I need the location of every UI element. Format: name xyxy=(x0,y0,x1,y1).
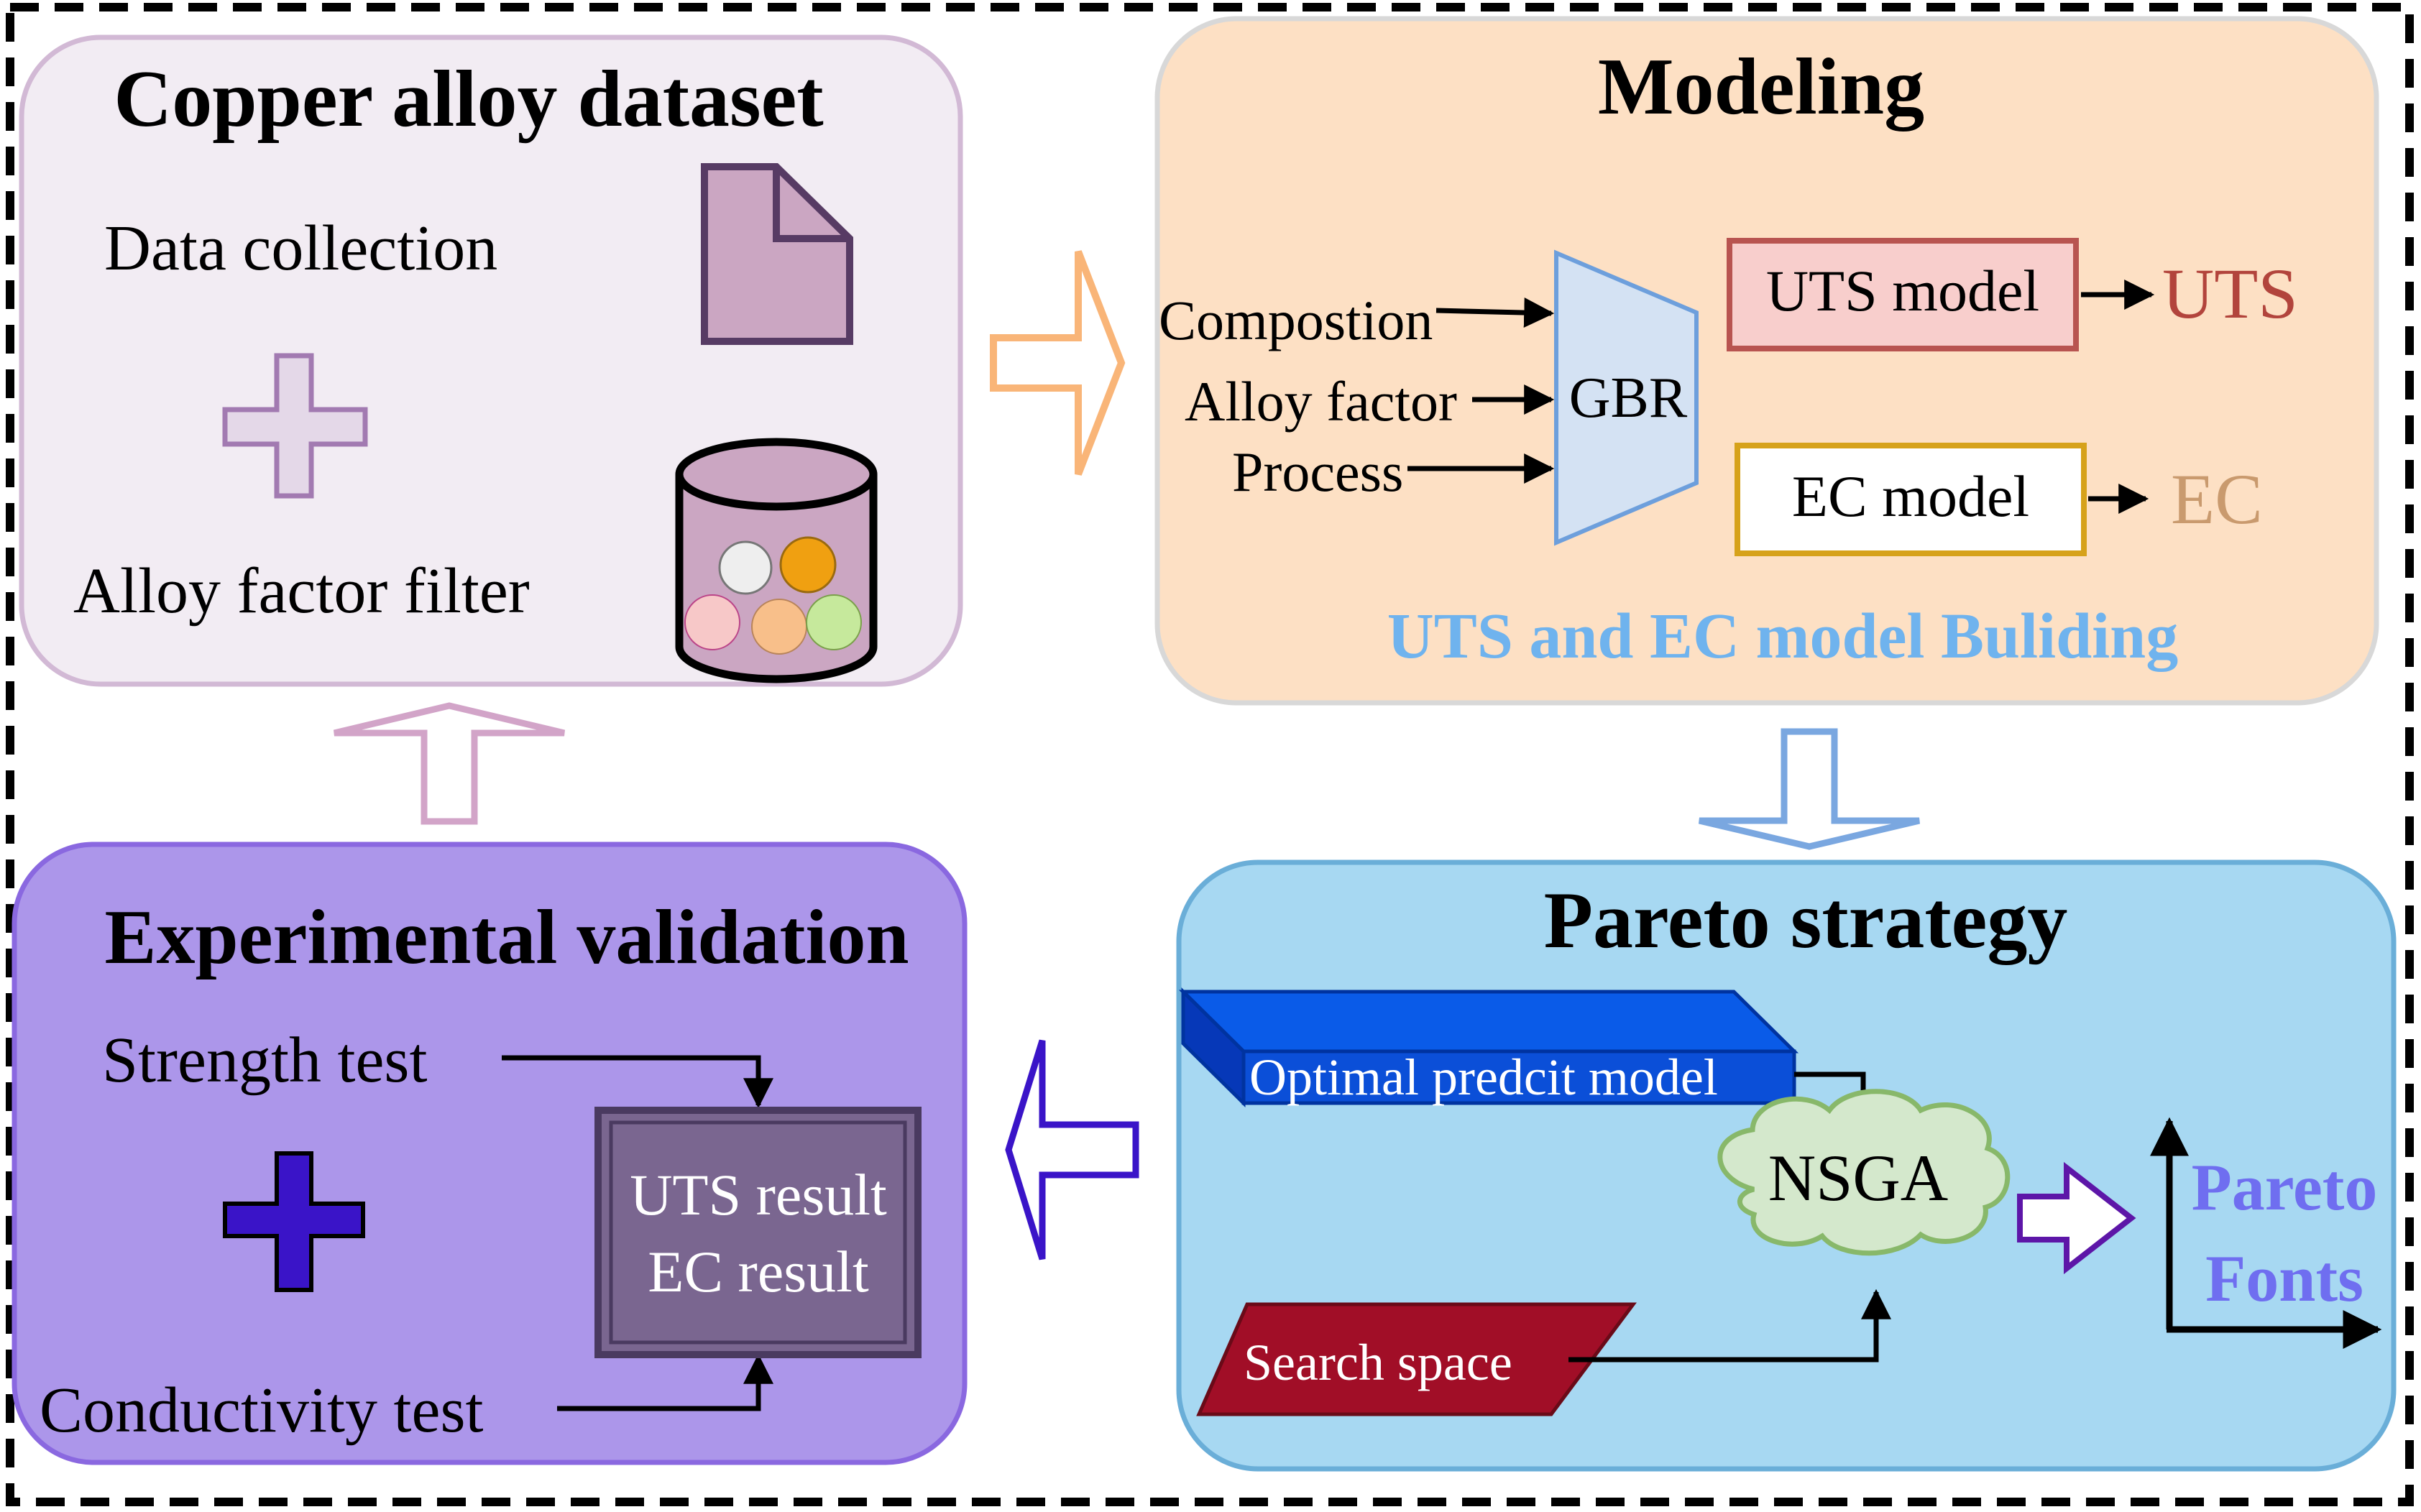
alloy-factor-filter-label: Alloy factor filter xyxy=(73,556,530,627)
conductivity-test-label: Conductivity test xyxy=(40,1375,483,1446)
pareto-panel: Pareto strategy Optimal predcit model NS… xyxy=(1176,859,2397,1472)
input-composition-label: Compostion xyxy=(1159,289,1433,351)
arrow-to-dataset xyxy=(333,702,566,825)
strength-test-label: Strength test xyxy=(102,1025,427,1096)
ec-output-label: EC xyxy=(2171,459,2263,539)
database-icon xyxy=(675,438,878,683)
result-box: UTS result EC result xyxy=(594,1107,922,1358)
pareto-title: Pareto strategy xyxy=(1544,876,2068,965)
arrow-space-to-nsga xyxy=(1568,1289,1891,1363)
arrow-strength-to-result xyxy=(502,1055,773,1109)
gbr-block xyxy=(1554,249,1699,546)
ec-model-label: EC model xyxy=(1792,464,2029,529)
ec-result-label: EC result xyxy=(648,1239,869,1304)
plus-icon xyxy=(222,353,368,499)
optimal-model-label: Optimal predcit model xyxy=(1249,1048,1718,1106)
arrow-to-modeling xyxy=(990,250,1126,476)
optimal-model-box: Optimal predcit model xyxy=(1178,987,1799,1107)
nsga-label: NSGA xyxy=(1768,1141,1948,1214)
outer-dashed-border xyxy=(6,3,2414,1506)
arrow-composition xyxy=(1435,298,1555,328)
arrow-to-front xyxy=(2017,1161,2136,1275)
input-alloy-factor-label: Alloy factor xyxy=(1185,370,1457,433)
arrow-to-validation xyxy=(1005,1039,1139,1260)
search-space-shape xyxy=(1196,1302,1637,1416)
gbr-label: GBR xyxy=(1569,367,1688,430)
plus-icon-navy xyxy=(223,1151,365,1292)
modeling-title: Modeling xyxy=(1598,42,1924,132)
ec-model-box xyxy=(1735,443,2087,556)
validation-panel: Experimental validation Strength test Co… xyxy=(12,842,968,1465)
dataset-panel: Copper alloy dataset Data collection All… xyxy=(19,34,963,687)
pareto-front-axes xyxy=(2150,1117,2382,1349)
uts-result-label: UTS result xyxy=(630,1162,887,1227)
nsga-cloud: NSGA xyxy=(1717,1089,2011,1256)
validation-title: Experimental validation xyxy=(104,895,909,980)
document-icon xyxy=(701,163,853,345)
arrow-conductivity-to-result xyxy=(557,1353,773,1411)
uts-model-box xyxy=(1727,238,2079,351)
uts-model-label: UTS model xyxy=(1766,258,2039,323)
pareto-front-label-1: Pareto xyxy=(2192,1151,2378,1224)
dataset-title: Copper alloy dataset xyxy=(114,55,823,144)
uts-output-label: UTS xyxy=(2162,254,2298,333)
search-space-label: Search space xyxy=(1244,1334,1512,1391)
input-process-label: Process xyxy=(1232,441,1403,503)
pareto-front-label-2: Fonts xyxy=(2205,1242,2363,1315)
modeling-caption: UTS and EC model Buliding xyxy=(1387,601,2178,672)
modeling-panel: Modeling Compostion Alloy factor Process… xyxy=(1154,16,2379,706)
arrow-to-pareto xyxy=(1698,728,1921,850)
data-collection-label: Data collection xyxy=(104,213,497,284)
